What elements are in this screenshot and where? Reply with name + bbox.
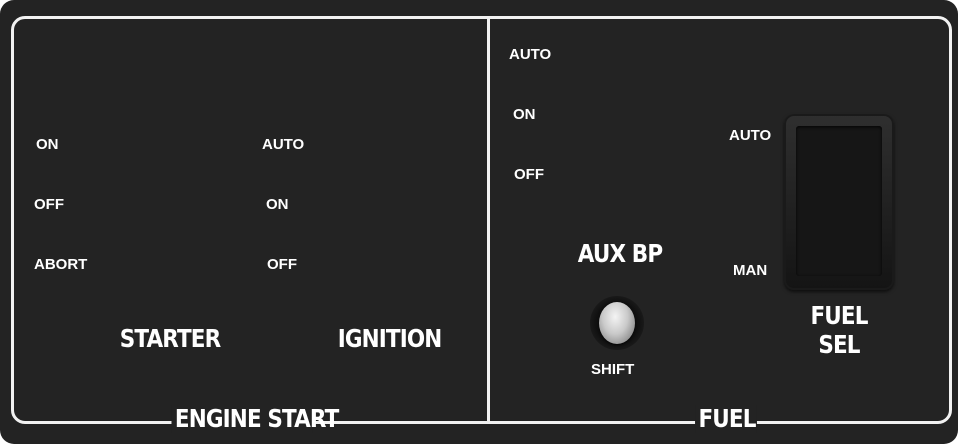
shift-button[interactable] xyxy=(590,296,644,350)
ignition-title: IGNITION xyxy=(338,325,433,353)
starter-position-off[interactable]: OFF xyxy=(34,196,64,214)
starter-position-on[interactable]: ON xyxy=(36,136,59,154)
aux-bp-position-on[interactable]: ON xyxy=(513,106,536,124)
ignition-position-off[interactable]: OFF xyxy=(267,256,297,274)
aux-bp-position-auto[interactable]: AUTO xyxy=(509,46,551,64)
section-divider xyxy=(487,16,490,421)
fuel-sel-switch[interactable] xyxy=(784,114,894,290)
shift-label: SHIFT xyxy=(591,361,634,379)
engine-start-caption: ENGINE START xyxy=(171,405,312,433)
ignition-position-on[interactable]: ON xyxy=(266,196,289,214)
fuel-sel-switch-face[interactable] xyxy=(796,126,882,276)
fuel-sel-title-line1: FUEL xyxy=(805,302,872,330)
starter-position-abort[interactable]: ABORT xyxy=(34,256,87,274)
starter-title: STARTER xyxy=(120,325,215,353)
ignition-position-auto[interactable]: AUTO xyxy=(262,136,304,154)
aux-bp-title: AUX BP xyxy=(577,240,663,268)
fuel-sel-title-line2: SEL xyxy=(805,331,872,359)
fuel-sel-auto-label: AUTO xyxy=(729,127,771,145)
fuel-caption: FUEL xyxy=(695,405,757,433)
shift-button-knob[interactable] xyxy=(599,302,635,344)
aux-bp-position-off[interactable]: OFF xyxy=(514,166,544,184)
fuel-sel-man-label: MAN xyxy=(733,262,767,280)
